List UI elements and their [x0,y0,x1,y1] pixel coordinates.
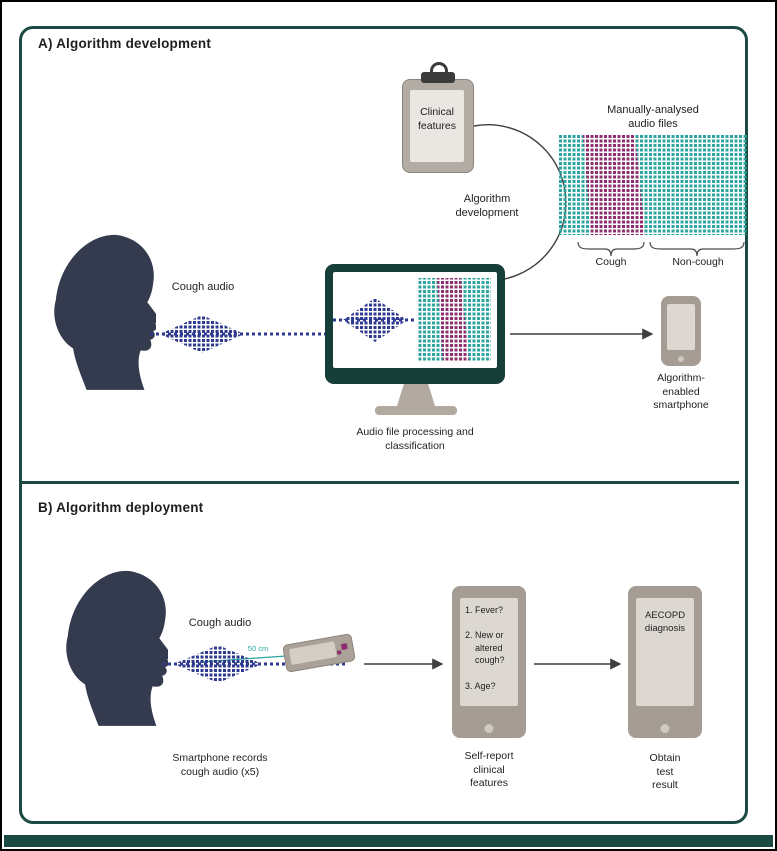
result-screen-text: AECOPD diagnosis [644,610,686,634]
person-head-silhouette-b [66,570,168,726]
algorithm-smartphone [661,296,701,366]
panel-divider [22,481,739,484]
algorithm-smartphone-caption: Algorithm- enabled smartphone [653,372,709,412]
monitor-caption: Audio file processing and classification [356,426,474,452]
clipboard-paper: Clinical features [410,90,464,162]
cough-audio-label-b: Cough audio [188,617,252,629]
smartphone-screen: 1. Fever? 2. New or altered cough? 3. Ag… [460,598,518,706]
questions-screen-text: 1. Fever? 2. New or altered cough? 3. Ag… [465,605,505,691]
home-button-icon [678,356,684,362]
questions-caption: Self-report clinical features [464,750,514,790]
algorithm-development-label: Algorithm development [455,193,519,220]
microphone-indicator-icon [340,643,348,650]
monitor-stand-neck [397,384,435,406]
home-button-icon [660,724,670,733]
cough-audio-waveform-b [162,645,348,683]
panel-a-title: A) Algorithm development [38,36,212,51]
questions-smartphone: 1. Fever? 2. New or altered cough? 3. Ag… [452,586,526,738]
recording-smartphone-screen [288,641,337,665]
audio-files-label: Manually-analysed audio files [607,104,699,131]
smartphone-screen [667,304,695,350]
figure-frame [19,26,748,824]
home-button-icon [484,724,494,733]
microphone-indicator-icon [336,650,342,655]
smartphone-screen: AECOPD diagnosis [636,598,694,706]
noncough-brace-label: Non-cough [672,256,724,268]
monitor-screen [333,272,497,368]
monitor-screen-content [333,278,491,362]
cough-brace-label: Cough [595,256,627,268]
person-head-silhouette [54,234,156,390]
audio-files-grid [559,135,747,235]
distance-label: 50 cm [247,644,269,653]
cough-audio-waveform-a [150,315,328,353]
panel-b-title: B) Algorithm deployment [38,500,204,515]
monitor-stand-base [375,406,457,415]
computer-monitor [325,264,505,384]
bottom-bar [4,835,773,847]
record-caption: Smartphone records cough audio (x5) [172,752,268,778]
result-smartphone: AECOPD diagnosis [628,586,702,738]
result-caption: Obtain test result [649,752,681,792]
cough-audio-label-a: Cough audio [171,281,235,293]
clipboard-clip-icon [421,72,455,83]
